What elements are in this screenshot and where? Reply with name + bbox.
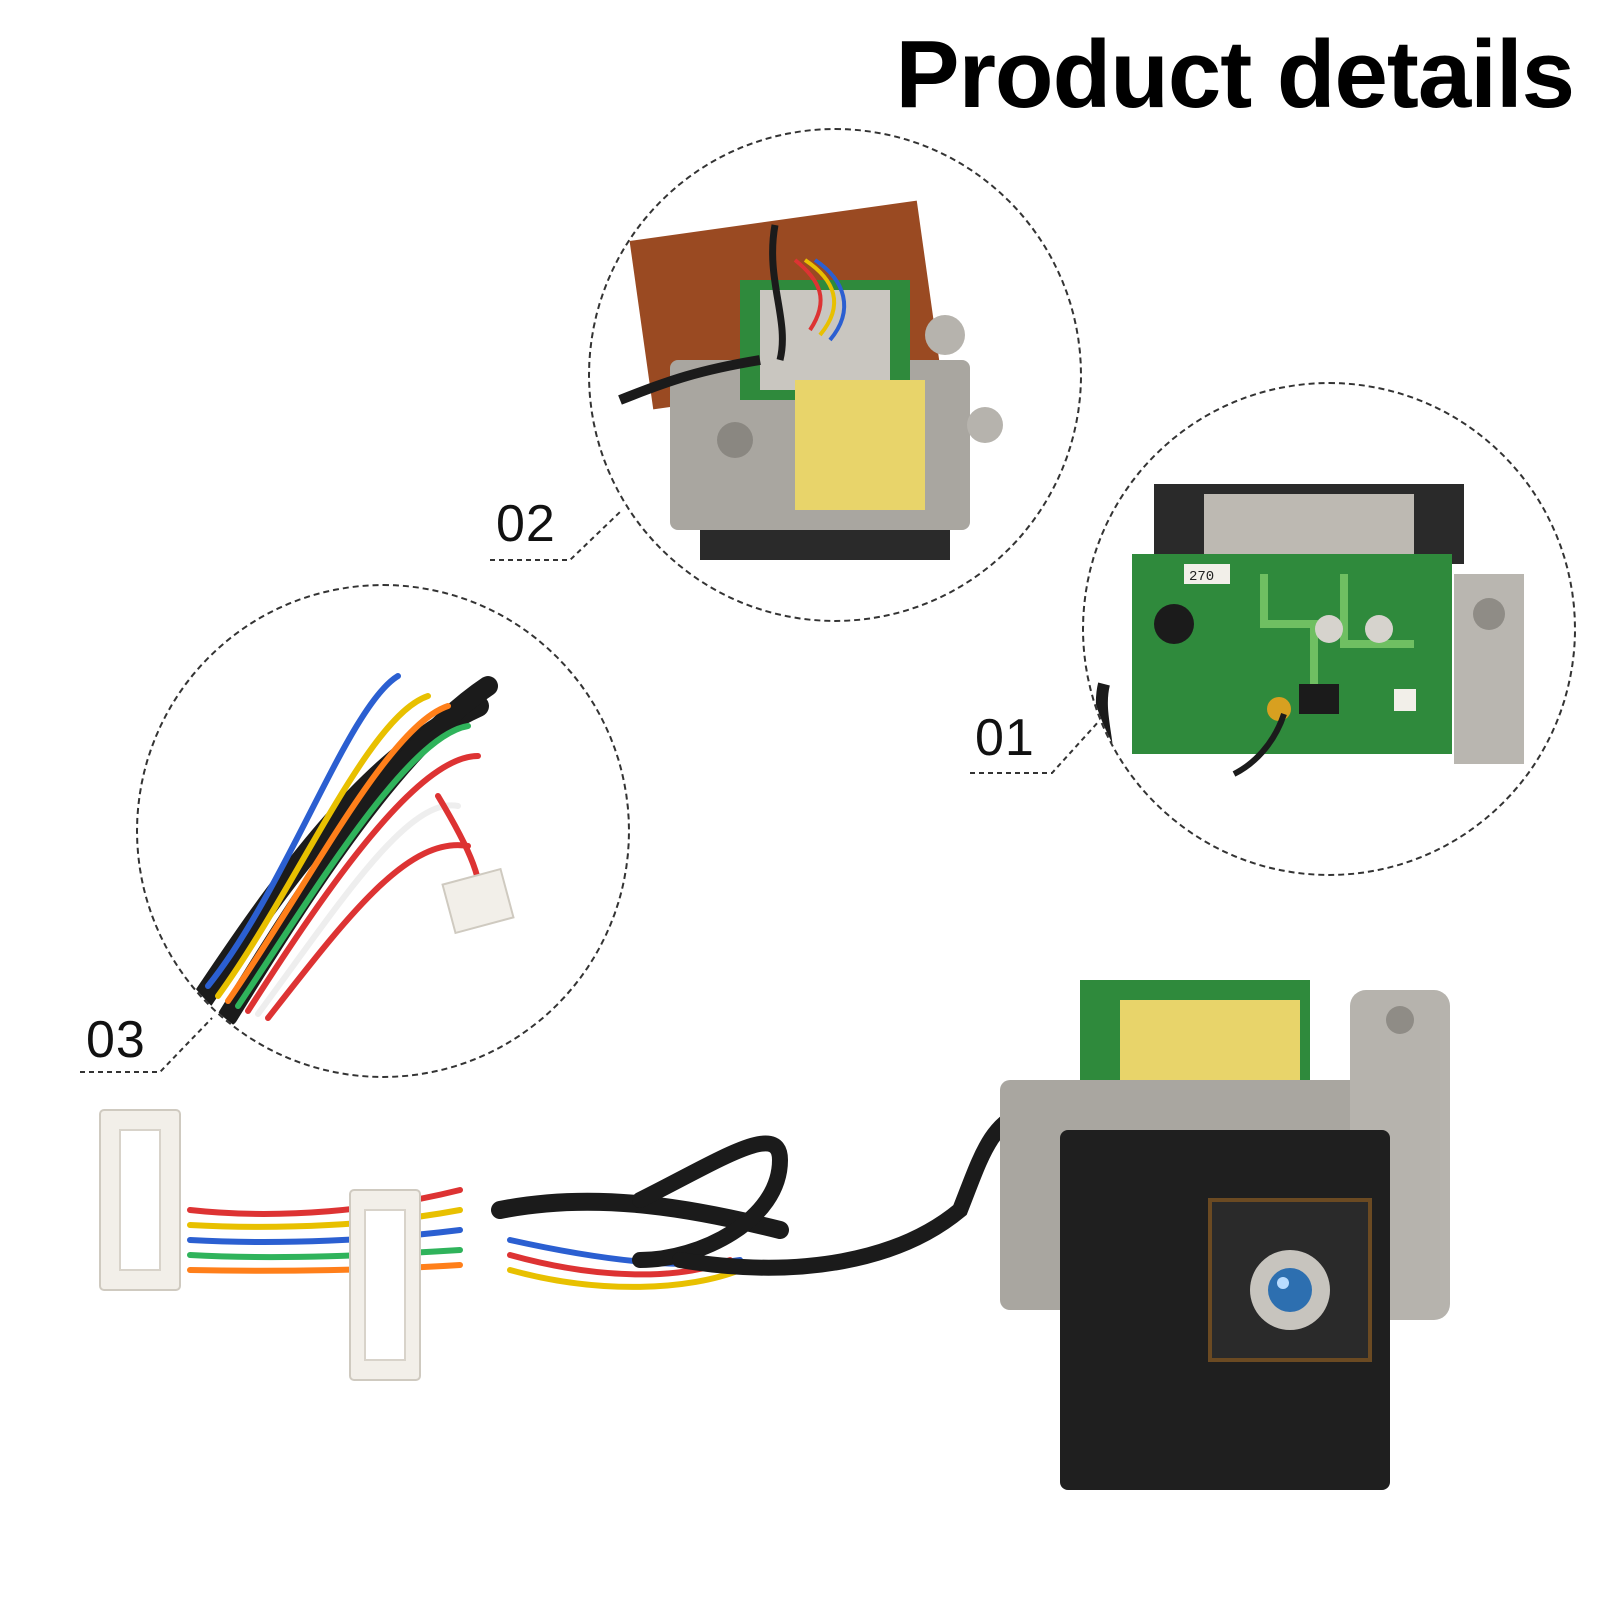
cable-bundle-illustration [187, 673, 515, 1026]
page-title: Product details [895, 21, 1575, 128]
callout-label-03: 03 [86, 1011, 146, 1069]
detail-circle-03 [136, 584, 630, 1078]
detail-circle-01: 270 [1082, 382, 1576, 876]
pcb-marking-text: 270 [1189, 569, 1214, 585]
pcb-closeup-illustration: 270 [1089, 484, 1524, 808]
callout-label-02: 02 [496, 495, 556, 553]
laser-pickup-main-illustration [99, 980, 1450, 1490]
callout-label-01: 01 [975, 709, 1035, 767]
pickup-top-view-illustration [618, 200, 1003, 560]
detail-circle-02 [588, 128, 1082, 622]
